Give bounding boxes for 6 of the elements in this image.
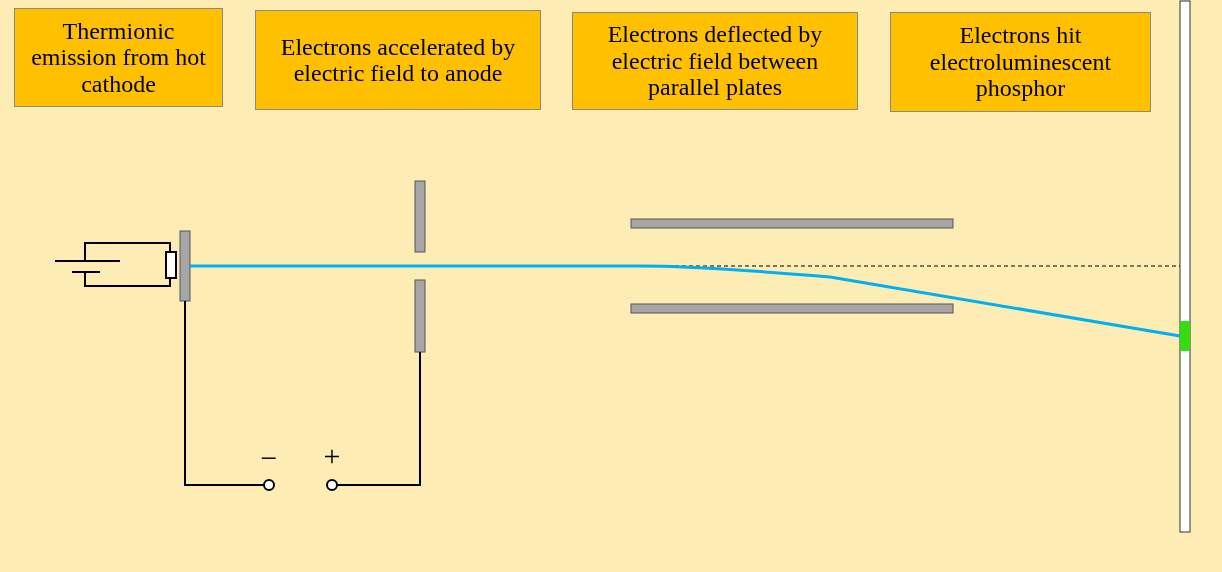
text-box: Electrons deflected by electric field between parallel plates	[572, 12, 858, 110]
text-box: Electrons accelerated by electric field to anode	[255, 10, 541, 110]
text-box: Thermionic emission from hot cathode	[14, 8, 223, 107]
terminal-sign: −	[260, 443, 278, 473]
text-box: Electrons hit electroluminescent phosphor	[890, 12, 1151, 112]
terminal-sign: +	[323, 441, 341, 471]
